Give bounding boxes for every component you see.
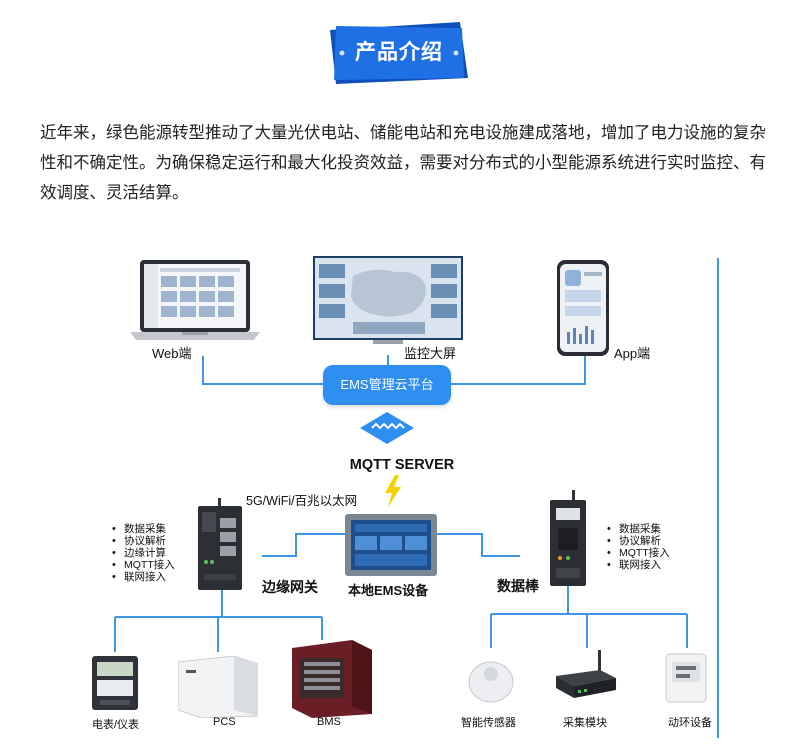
device-label: 电表/仪表 bbox=[92, 719, 140, 731]
gateway-feature: MQTT接入 bbox=[112, 559, 175, 571]
section-title: 产品介绍 bbox=[355, 41, 443, 64]
section-title-badge: 产品介绍 bbox=[330, 22, 468, 84]
dongle-icon bbox=[550, 490, 586, 586]
laptop-icon bbox=[130, 260, 260, 340]
device-label: 动环设备 bbox=[668, 717, 712, 729]
meter-icon bbox=[92, 656, 138, 710]
gateway-feature: 协议解析 bbox=[112, 535, 175, 547]
bms-device bbox=[292, 640, 372, 718]
data-dongle-label: 数据棒 bbox=[497, 578, 539, 594]
edge-gateway-label: 边缘网关 bbox=[262, 579, 318, 595]
touch-panel-icon bbox=[345, 514, 437, 576]
web-client bbox=[130, 260, 260, 344]
network-type-label: 5G/WiFi/百兆以太网 bbox=[246, 494, 358, 508]
device-label: 智能传感器 bbox=[461, 717, 516, 729]
phone-icon bbox=[557, 260, 609, 356]
monitor-screen bbox=[313, 256, 463, 346]
gateway-icon bbox=[198, 498, 242, 590]
gateway-feature: 数据采集 bbox=[112, 523, 175, 535]
collector-module-icon bbox=[556, 650, 616, 698]
thermo-hygrometer-icon bbox=[665, 653, 707, 703]
collector-module-device bbox=[556, 650, 616, 700]
dongle-feature: 数据采集 bbox=[607, 523, 670, 535]
lightning-icon bbox=[383, 475, 403, 507]
device-label: PCS bbox=[213, 716, 236, 728]
data-dongle-device bbox=[546, 490, 590, 586]
network-icon bbox=[360, 412, 414, 444]
local-ems-device bbox=[345, 514, 437, 576]
monitor-screen-label: 监控大屏 bbox=[404, 346, 457, 361]
gateway-feature-list: 数据采集 协议解析 边缘计算 MQTT接入 联网接入 bbox=[112, 523, 175, 583]
mqtt-server-label: MQTT SERVER bbox=[349, 457, 455, 473]
battery-cabinet-icon bbox=[292, 640, 372, 718]
gateway-feature: 联网接入 bbox=[112, 571, 175, 583]
env-monitor-device bbox=[664, 652, 712, 706]
meter-device bbox=[92, 656, 138, 710]
dongle-feature-list: 数据采集 协议解析 MQTT接入 联网接入 bbox=[607, 523, 670, 571]
app-client-label: App端 bbox=[614, 346, 651, 361]
sensor-device bbox=[468, 654, 514, 704]
app-client bbox=[557, 260, 609, 356]
inverter-icon bbox=[177, 655, 259, 719]
gateway-feature: 边缘计算 bbox=[112, 547, 175, 559]
device-label: BMS bbox=[317, 716, 341, 728]
dashboard-screen-icon bbox=[313, 256, 463, 344]
dongle-feature: 联网接入 bbox=[607, 559, 670, 571]
sensor-icon bbox=[468, 661, 514, 703]
pcs-device bbox=[177, 655, 259, 719]
local-ems-label: 本地EMS设备 bbox=[348, 583, 429, 598]
intro-paragraph: 近年来，绿色能源转型推动了大量光伏电站、储能电站和充电设施建成落地，增加了电力设… bbox=[40, 124, 766, 202]
web-client-label: Web端 bbox=[152, 346, 192, 361]
dongle-feature: 协议解析 bbox=[607, 535, 670, 547]
device-label: 采集模块 bbox=[563, 717, 607, 729]
edge-gateway-device bbox=[196, 498, 246, 590]
ems-cloud-platform: EMS管理云平台 bbox=[323, 365, 451, 405]
dongle-feature: MQTT接入 bbox=[607, 547, 670, 559]
